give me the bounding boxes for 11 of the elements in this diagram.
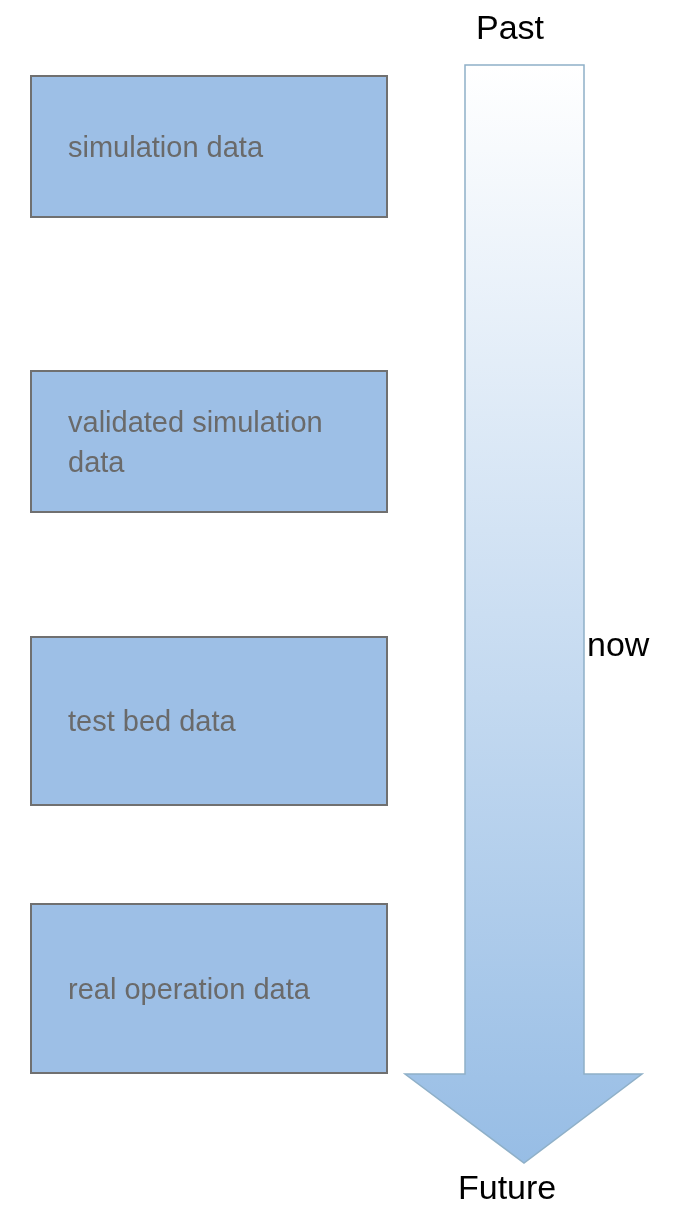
box-label: validated simulation data <box>68 404 324 480</box>
process-box <box>30 370 388 513</box>
timeline-end-label: Future <box>458 1168 557 1207</box>
process-box <box>30 636 388 806</box>
box-label: test bed data <box>68 704 236 739</box>
box-label: simulation data <box>68 129 264 165</box>
process-box <box>30 903 388 1074</box>
timeline-start-label: Past <box>476 8 545 47</box>
process-box <box>30 75 388 218</box>
box-label: real operation data <box>68 971 310 1007</box>
timeline-marker-label: now <box>587 625 650 664</box>
